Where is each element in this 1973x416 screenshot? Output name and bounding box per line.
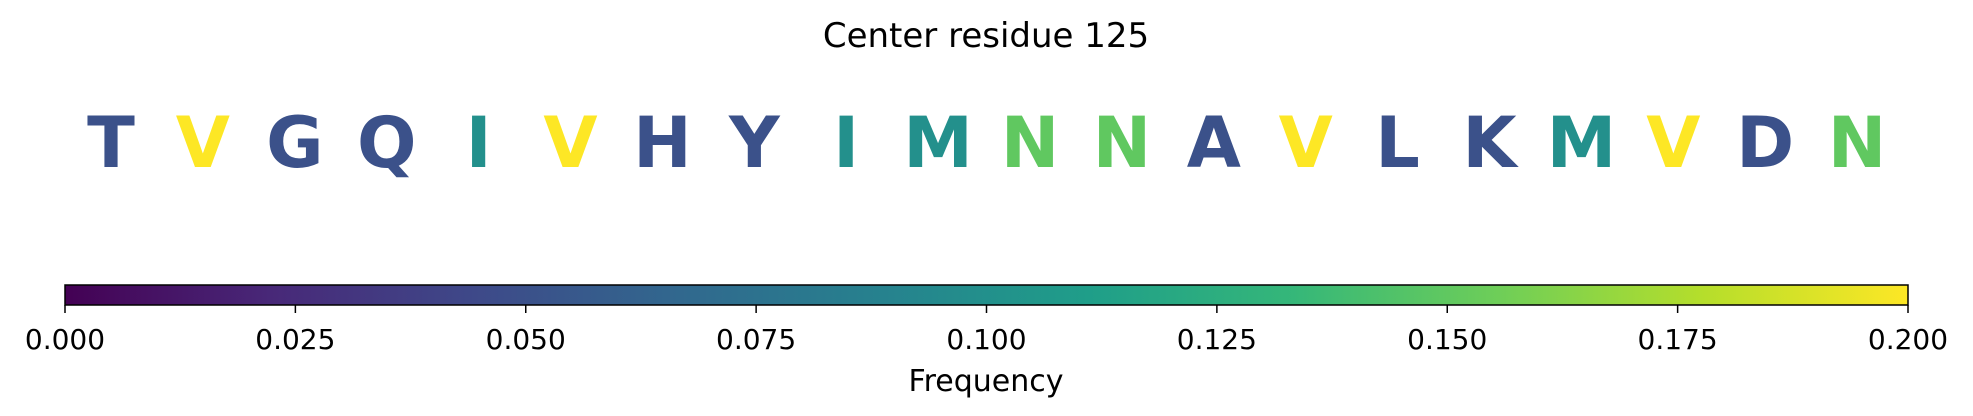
residue-letter: H — [633, 102, 692, 184]
residue-letter: G — [266, 102, 323, 184]
residue-letter: I — [466, 102, 492, 184]
residue-letter: D — [1736, 102, 1794, 184]
residue-letter: N — [1828, 102, 1887, 184]
residue-letter: Y — [728, 102, 781, 184]
residue-letter: N — [1093, 102, 1152, 184]
colorbar-tick-label: 0.200 — [1868, 323, 1948, 356]
residue-letter: I — [833, 102, 859, 184]
colorbar — [64, 284, 1909, 306]
colorbar-tick-label: 0.000 — [25, 323, 105, 356]
colorbar-tick-label: 0.125 — [1177, 323, 1257, 356]
colorbar-label: Frequency — [909, 364, 1064, 399]
residue-letter: V — [176, 102, 230, 184]
colorbar-ticks: 0.000 0.025 0.050 0.075 0.100 0.125 0.150 0.175… — [25, 305, 1948, 356]
chart-title: Center residue 125 — [823, 16, 1149, 56]
colorbar-tick-label: 0.075 — [716, 323, 796, 356]
residue-letter: M — [1547, 102, 1617, 184]
colorbar-tick-label: 0.175 — [1638, 323, 1718, 356]
residue-letter: V — [1279, 102, 1333, 184]
residue-letter: N — [1001, 102, 1060, 184]
residue-letter: A — [1187, 102, 1241, 184]
residue-letter: M — [903, 102, 973, 184]
residue-letter: T — [87, 102, 135, 184]
colorbar-tick-label: 0.050 — [486, 323, 566, 356]
colorbar-tick-label: 0.150 — [1407, 323, 1487, 356]
colorbar-tick-label: 0.100 — [946, 323, 1026, 356]
residue-letter: V — [1646, 102, 1700, 184]
residue-letter: K — [1462, 102, 1519, 184]
colorbar-tick-label: 0.025 — [255, 323, 335, 356]
residue-letter: L — [1375, 102, 1420, 184]
residue-letter: V — [543, 102, 597, 184]
residue-letter: Q — [357, 102, 417, 184]
